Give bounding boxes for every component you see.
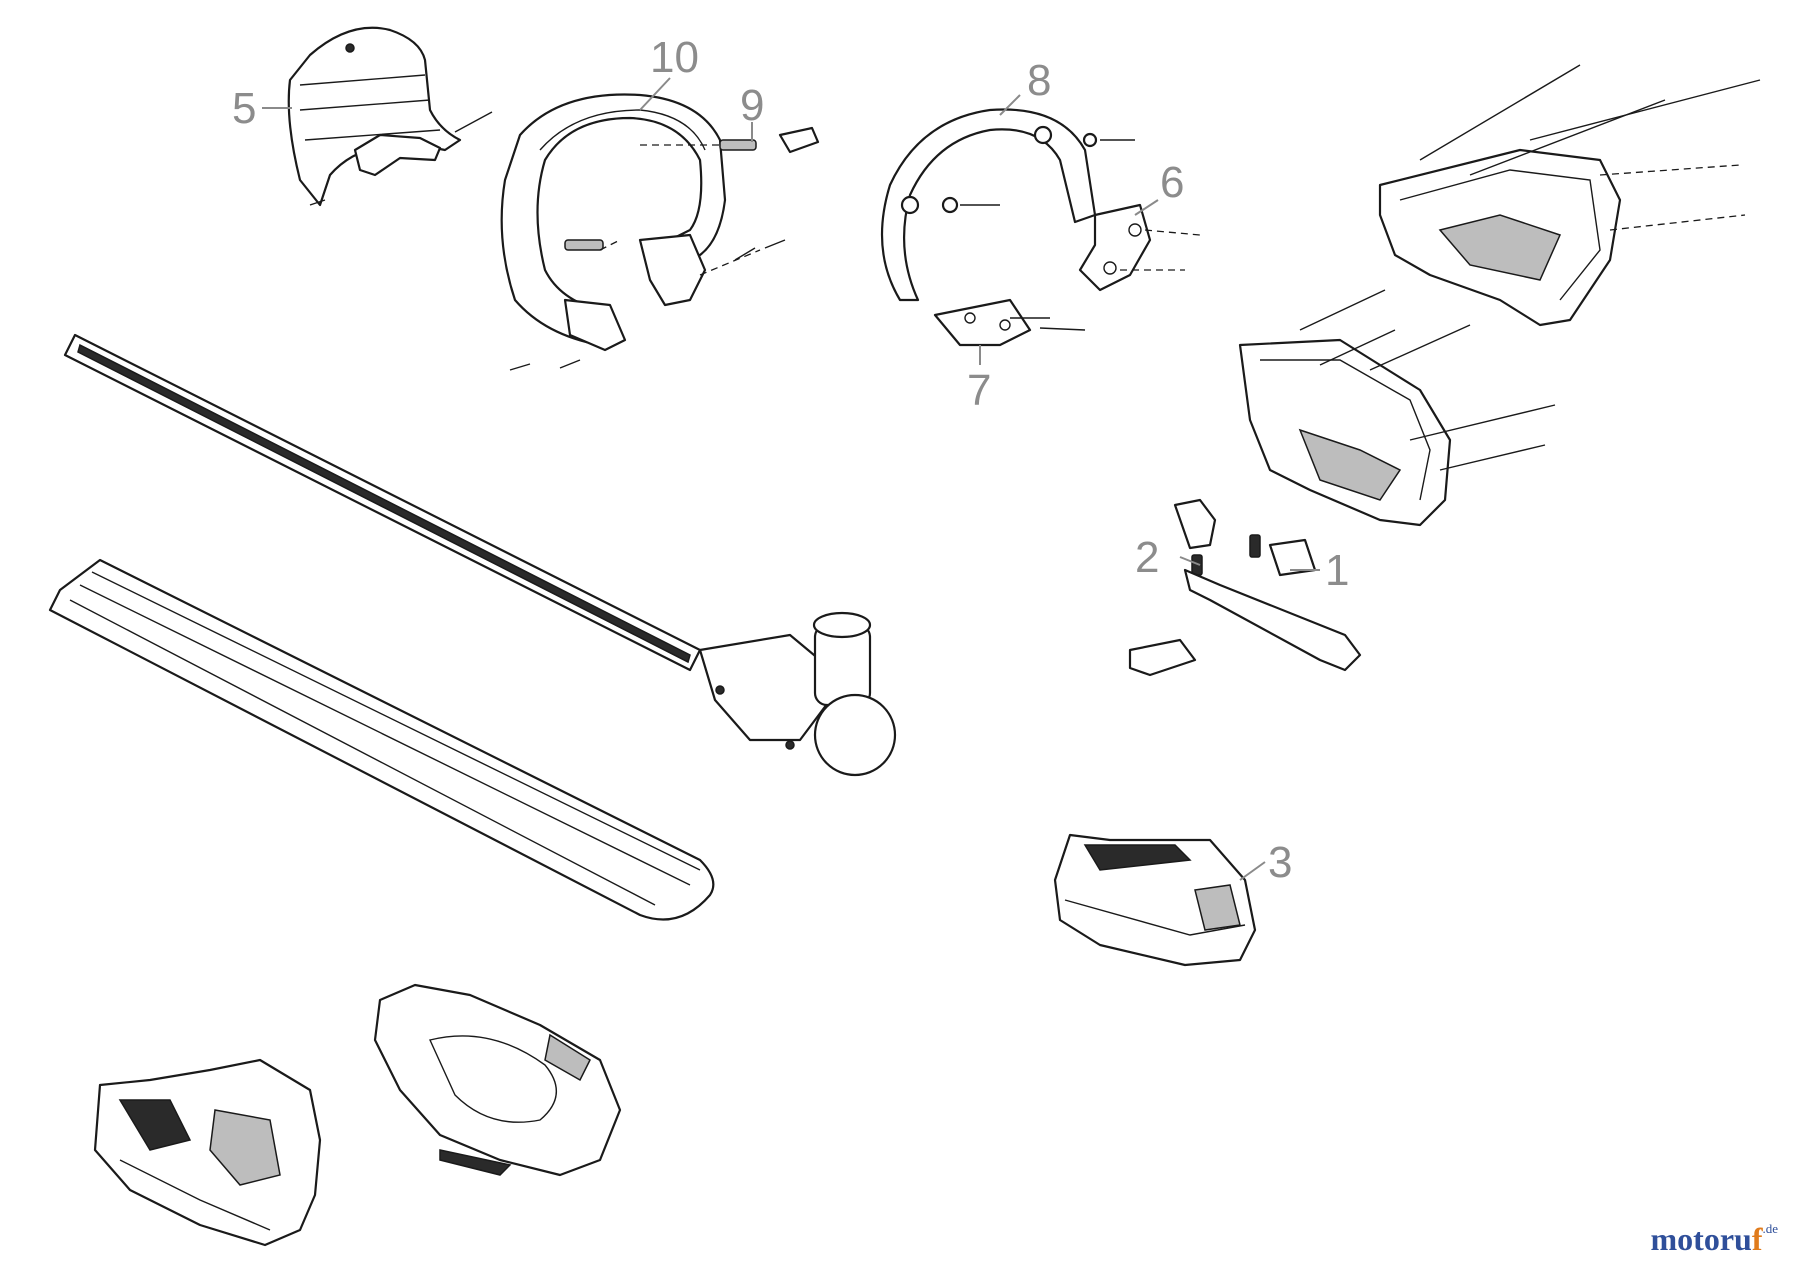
part-10-bow-handle: [500, 93, 820, 371]
rear-handle-housing: [373, 983, 622, 1177]
callout-10: 10: [650, 33, 699, 82]
watermark-name-accent: f: [1751, 1221, 1763, 1257]
watermark-logo: motoruf.de: [1651, 1221, 1779, 1258]
part-8-handle-tube: [880, 108, 1135, 302]
callout-8: 8: [1027, 56, 1051, 105]
part-6-cover-plate: [1078, 203, 1201, 292]
part-5-hand-guard: [287, 26, 493, 207]
blade-cover: [48, 558, 715, 921]
callout-7: 7: [967, 366, 991, 415]
callout-2: 2: [1135, 533, 1159, 582]
switch-assembly: [1128, 498, 1362, 677]
part-3-battery-pack: [1053, 833, 1257, 967]
housing-half-upper: [1378, 64, 1761, 327]
housing-half-lower: [1238, 289, 1556, 527]
part-7-lower-cover: [933, 298, 1086, 347]
callout-1: 1: [1325, 546, 1349, 595]
leader-lines: [262, 77, 1320, 881]
watermark-tld: .de: [1762, 1221, 1778, 1236]
motor-housing-left: [93, 1058, 322, 1247]
callout-3: 3: [1268, 838, 1292, 887]
trimmer-blade: [63, 333, 702, 672]
motor-gearbox: [698, 611, 897, 777]
callout-5: 5: [232, 84, 256, 133]
callout-6: 6: [1160, 158, 1184, 207]
watermark-name: motoru: [1650, 1221, 1752, 1257]
callout-9: 9: [740, 81, 764, 130]
